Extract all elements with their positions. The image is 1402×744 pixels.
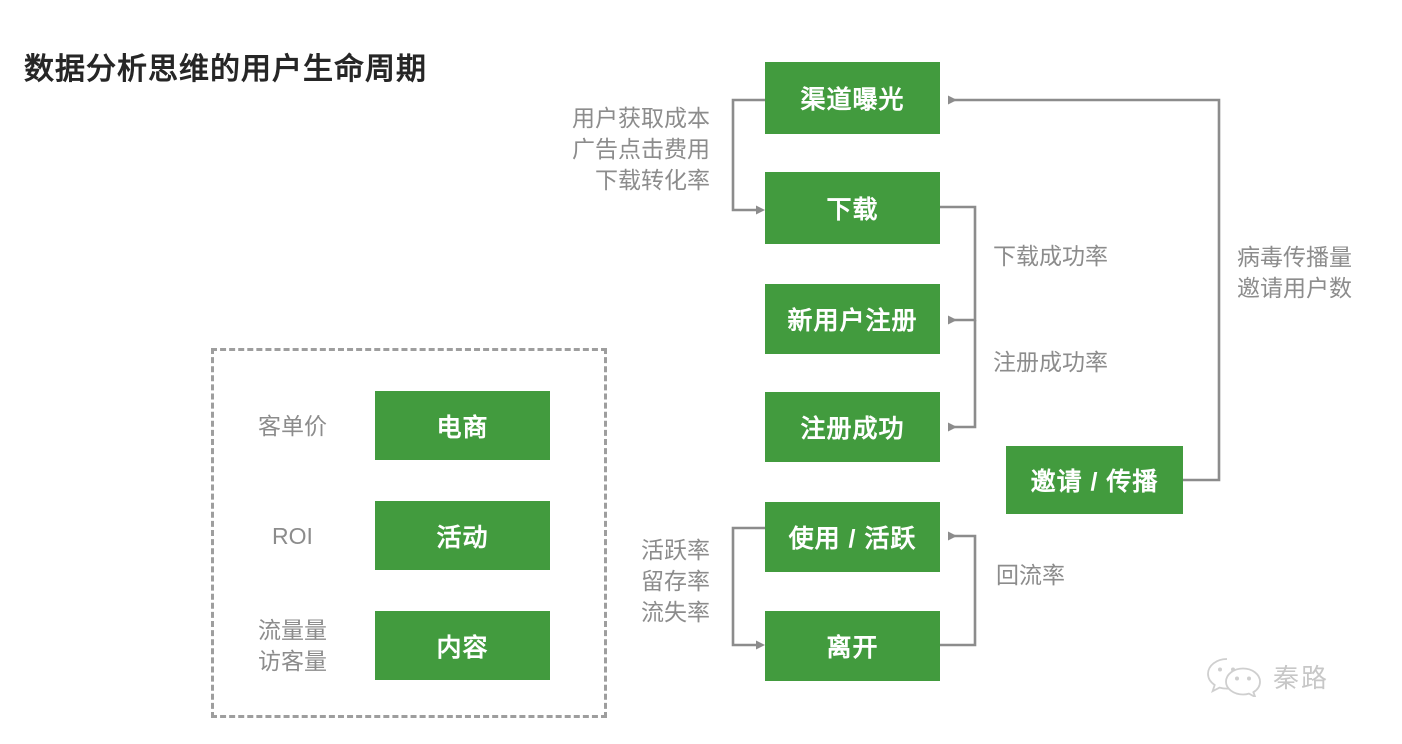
edge-label-signup-success: 注册成功率 bbox=[993, 349, 1108, 375]
edge-label-download-success: 下载成功率 bbox=[993, 243, 1108, 269]
watermark: 秦路 bbox=[1205, 655, 1329, 697]
node-signup-success[interactable]: 注册成功 bbox=[765, 392, 940, 462]
edge-label-line: 病毒传播量 bbox=[1237, 244, 1352, 270]
panel-metric-line: ROI bbox=[272, 523, 313, 549]
edge-label-line: 活跃率 bbox=[641, 537, 710, 563]
node-label: 新用户注册 bbox=[787, 307, 918, 335]
edge-label-line: 流失率 bbox=[641, 599, 710, 625]
node-invite-spread[interactable]: 邀请 / 传播 bbox=[1006, 446, 1183, 514]
edge-download-to-signup bbox=[940, 205, 977, 325]
panel-node-ecommerce[interactable]: 电商 bbox=[375, 391, 550, 460]
panel-metric-ecommerce: 客单价 bbox=[230, 411, 355, 442]
edge-label-line: 广告点击费用 bbox=[572, 136, 710, 162]
edge-leave-to-active bbox=[940, 531, 977, 647]
edge-exposure-to-download bbox=[731, 98, 765, 215]
watermark-text: 秦路 bbox=[1273, 663, 1330, 693]
node-label: 活动 bbox=[436, 523, 489, 552]
edge-label-line: 下载转化率 bbox=[595, 167, 710, 193]
edge-label-line: 邀请用户数 bbox=[1237, 275, 1352, 301]
node-label: 电商 bbox=[436, 413, 489, 442]
edge-active-to-leave bbox=[731, 526, 765, 650]
panel-metric-campaign: ROI bbox=[230, 521, 355, 552]
panel-metric-line: 流量量 bbox=[258, 617, 327, 643]
page-title: 数据分析思维的用户生命周期 bbox=[24, 53, 427, 86]
wechat-icon bbox=[1207, 658, 1261, 697]
node-label: 渠道曝光 bbox=[800, 86, 905, 114]
node-download[interactable]: 下载 bbox=[765, 172, 940, 244]
node-label: 下载 bbox=[826, 196, 879, 224]
edge-label-line: 留存率 bbox=[641, 568, 710, 594]
panel-node-content[interactable]: 内容 bbox=[375, 611, 550, 680]
business-panel bbox=[211, 348, 607, 718]
edge-label-line: 用户获取成本 bbox=[572, 105, 710, 131]
node-label: 注册成功 bbox=[800, 415, 905, 443]
edge-label-activity: 活跃率 留存率 流失率 bbox=[600, 535, 710, 628]
node-label: 内容 bbox=[436, 633, 489, 662]
edge-label-acquisition: 用户获取成本 广告点击费用 下载转化率 bbox=[480, 103, 710, 196]
node-label: 使用 / 活跃 bbox=[788, 525, 917, 553]
node-label: 离开 bbox=[826, 634, 879, 662]
panel-metric-line: 客单价 bbox=[258, 413, 327, 439]
node-use-active[interactable]: 使用 / 活跃 bbox=[765, 502, 940, 572]
node-label: 邀请 / 传播 bbox=[1030, 468, 1159, 496]
node-leave[interactable]: 离开 bbox=[765, 611, 940, 681]
edge-signup-to-success bbox=[948, 320, 977, 432]
panel-metric-content: 流量量 访客量 bbox=[230, 615, 355, 677]
panel-node-campaign[interactable]: 活动 bbox=[375, 501, 550, 570]
node-channel-exposure[interactable]: 渠道曝光 bbox=[765, 62, 940, 134]
edge-label-viral: 病毒传播量 邀请用户数 bbox=[1237, 242, 1352, 304]
panel-metric-line: 访客量 bbox=[258, 648, 327, 674]
edge-invite-to-exposure bbox=[948, 95, 1221, 482]
node-new-user-signup[interactable]: 新用户注册 bbox=[765, 284, 940, 354]
edge-label-return: 回流率 bbox=[996, 562, 1065, 588]
